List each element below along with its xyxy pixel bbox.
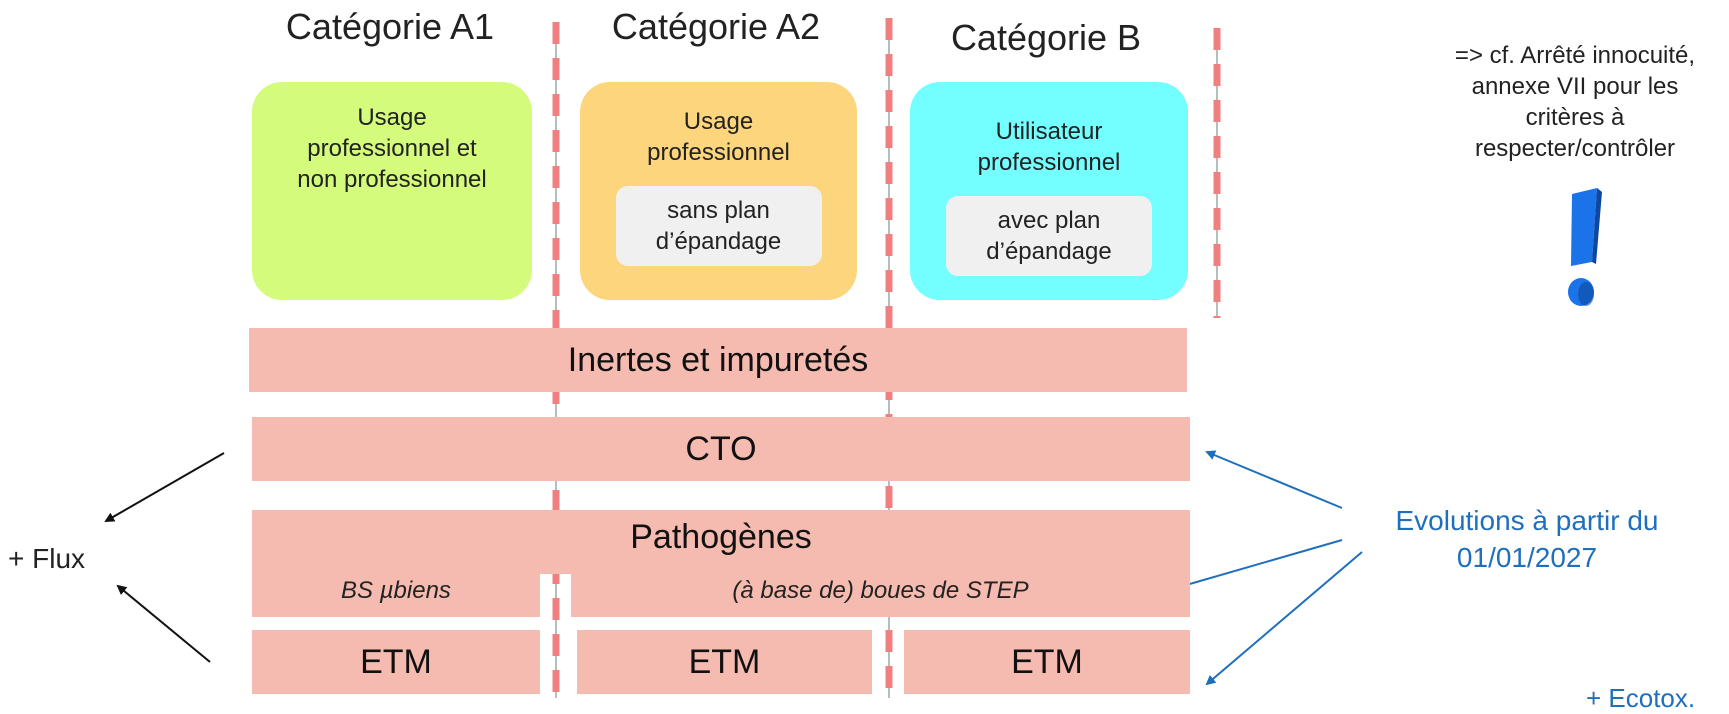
- bs-microbiens-label: BS µbiens: [341, 577, 451, 604]
- category-a1-card-text: Usage professionnel et non professionnel: [297, 104, 487, 193]
- category-b-title: Catégorie B: [950, 17, 1142, 58]
- category-a2-card-text: Usage professionnel: [647, 108, 790, 166]
- evolution-arrow-pathogenes: [1160, 539, 1343, 595]
- category-b-card-text: Utilisateur professionnel: [977, 118, 1121, 176]
- category-a2-card: Usage professionnel sans plan d’épandage: [580, 82, 857, 300]
- evolutions-label: Evolutions à partir du 01/01/2027: [1395, 505, 1659, 573]
- band-pathogenes-right: [571, 510, 1190, 617]
- flux-arrow-top: [104, 452, 225, 522]
- band-pathogenes-left: [252, 510, 540, 617]
- category-a1-card: Usage professionnel et non professionnel: [252, 82, 532, 300]
- band-etm-b: ETM: [904, 630, 1190, 694]
- band-etm-a2: ETM: [577, 630, 872, 694]
- band-etm-a1: ETM: [252, 630, 540, 694]
- exclamation-icon: [1568, 188, 1602, 306]
- category-a2-sub-label: sans plan d’épandage: [615, 186, 822, 266]
- band-inertes: Inertes et impuretés: [249, 328, 1187, 392]
- evolution-arrow-cto: [1205, 450, 1343, 509]
- note-arrete-innocuite: => cf. Arrêté innocuité, annexe VII pour…: [1454, 42, 1696, 162]
- category-b-sub-label: avec plan d’épandage: [946, 196, 1152, 276]
- category-a1-title: Catégorie A1: [285, 6, 495, 47]
- category-a2-title: Catégorie A2: [611, 6, 821, 47]
- flux-label: + Flux: [8, 543, 86, 574]
- evolution-arrow-etm: [1205, 551, 1363, 686]
- boues-step-label: (à base de) boues de STEP: [732, 577, 1029, 604]
- flux-arrow-bottom: [116, 584, 211, 663]
- band-cto: CTO: [252, 417, 1190, 481]
- band-pathogenes-title: Pathogènes: [630, 518, 812, 556]
- ecotox-label: + Ecotox.: [1586, 683, 1696, 713]
- category-b-card: Utilisateur professionnel avec plan d’ép…: [910, 82, 1188, 300]
- band-pathogenes-bridge: [540, 510, 571, 574]
